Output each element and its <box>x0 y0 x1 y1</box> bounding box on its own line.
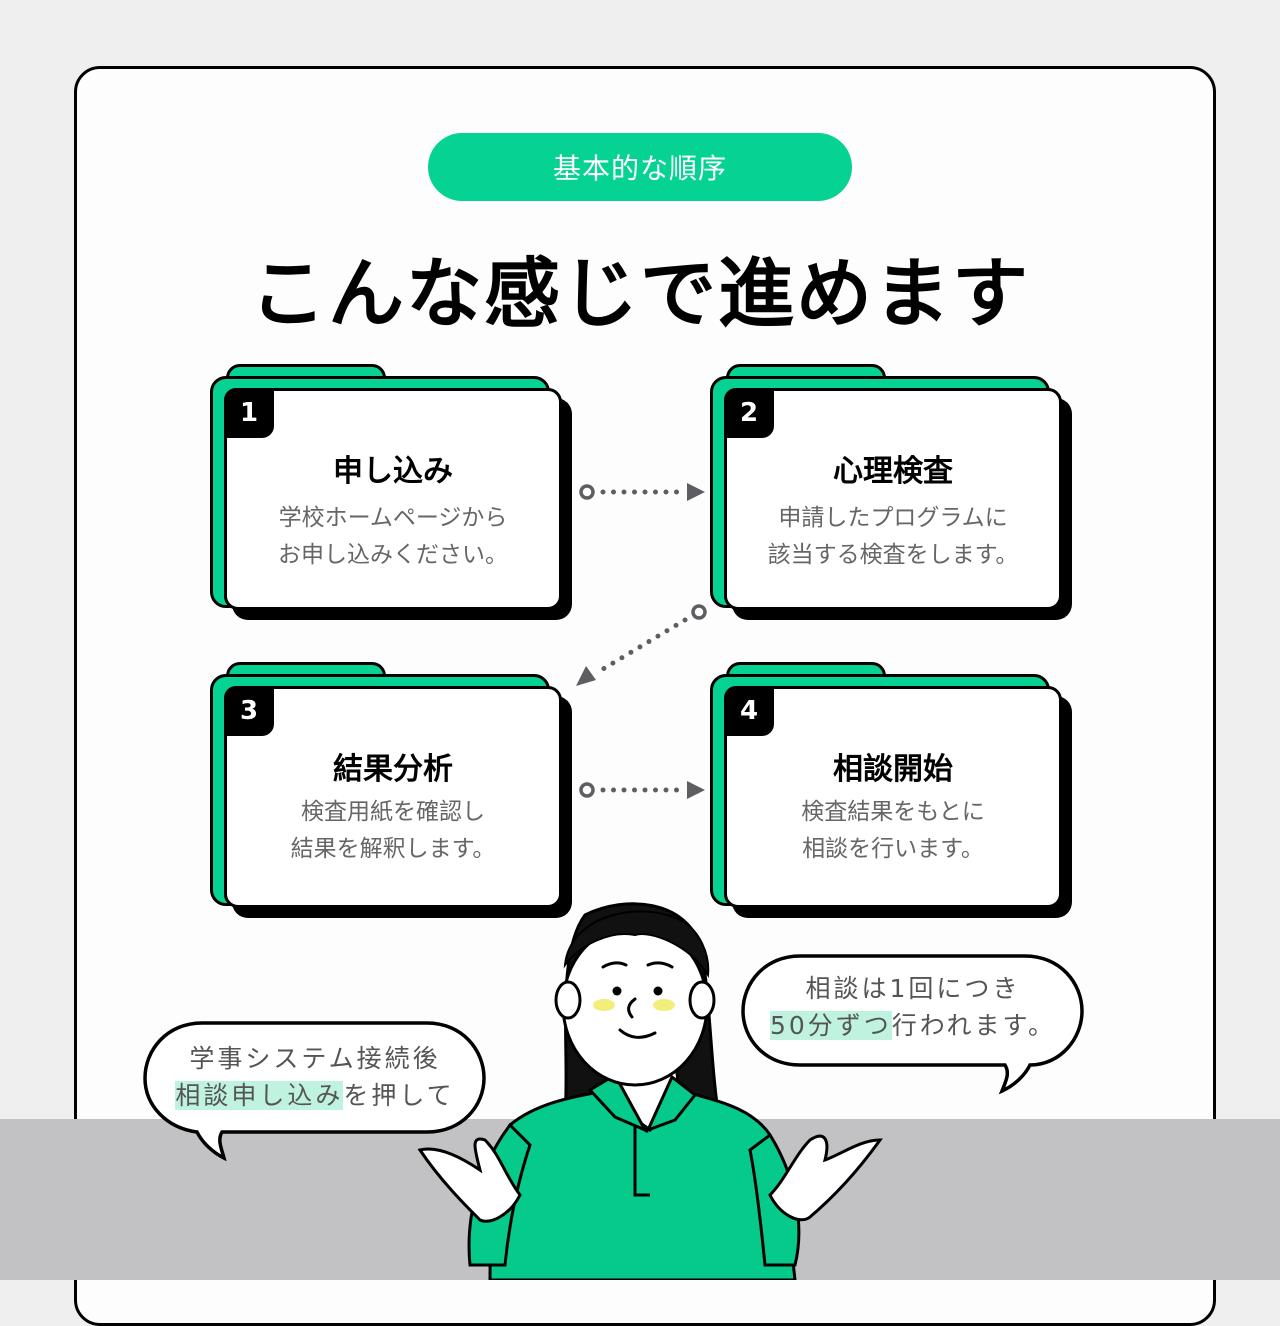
section-badge: 基本的な順序 <box>428 133 852 201</box>
step-description: 申請したプログラムに 該当する検査をします。 <box>724 500 1062 574</box>
arrow-right-icon <box>579 781 705 799</box>
speech-bubble-right-text: 相談は1回につき 50分ずつ行われます。 <box>740 970 1086 1044</box>
highlight-text: 50分ずつ <box>769 1011 892 1040</box>
step-title: 相談開始 <box>833 752 953 787</box>
character-illustration <box>417 902 883 1280</box>
step-card-3: 3 結果分析 検査用紙を確認し 結果を解釈します。 <box>210 662 572 920</box>
speech-bubble-right <box>741 954 1084 1095</box>
step-card-4: 4 相談開始 検査結果をもとに 相談を行います。 <box>710 662 1072 920</box>
step-description: 検査結果をもとに 相談を行います。 <box>724 794 1062 868</box>
step-title: 結果分析 <box>333 752 453 787</box>
bubble-line: 相談申し込みを押して <box>142 1077 488 1114</box>
desc-line: 結果を解釈します。 <box>290 836 496 862</box>
step-number: 4 <box>724 686 774 736</box>
desc-line: 申請したプログラムに <box>778 505 1008 531</box>
speech-bubble-left-text: 学事システム接続後 相談申し込みを押して <box>142 1040 488 1114</box>
step-number: 2 <box>724 388 774 438</box>
card-front <box>224 388 562 610</box>
step-number: 3 <box>224 686 274 736</box>
highlight-text: 相談申し込み <box>175 1081 344 1110</box>
bubble-line: 学事システム接続後 <box>189 1044 441 1073</box>
step-description: 検査用紙を確認し 結果を解釈します。 <box>224 794 562 868</box>
step-card-1: 1 申し込み 学校ホームページから お申し込みください。 <box>210 364 572 622</box>
desc-line: 該当する検査をします。 <box>767 542 1019 568</box>
bubble-text-rest: 行われます。 <box>891 1011 1057 1040</box>
page-title: こんな感じで進めます <box>250 249 1030 338</box>
step-card-2: 2 心理検査 申請したプログラムに 該当する検査をします。 <box>710 364 1072 622</box>
desc-line: 検査結果をもとに <box>801 799 985 825</box>
card-front <box>724 388 1062 610</box>
step-title: 申し込み <box>333 454 453 489</box>
desc-line: 学校ホームページから <box>278 505 508 531</box>
step-description: 学校ホームページから お申し込みください。 <box>224 500 562 574</box>
card-front <box>724 686 1062 908</box>
bubble-line: 相談は1回につき <box>805 974 1021 1003</box>
step-number: 1 <box>224 388 274 438</box>
step-title: 心理検査 <box>833 454 953 489</box>
desc-line: 検査用紙を確認し <box>301 799 485 825</box>
section-badge-label: 基本的な順序 <box>552 152 727 185</box>
desc-line: お申し込みください。 <box>278 542 508 568</box>
arrow-right-icon <box>579 483 705 501</box>
bubble-text-rest: を押して <box>343 1081 455 1110</box>
desc-line: 相談を行います。 <box>802 836 984 862</box>
bubble-line: 50分ずつ行われます。 <box>740 1007 1086 1044</box>
card-front <box>224 686 562 908</box>
arrow-diagonal-icon <box>576 604 707 686</box>
